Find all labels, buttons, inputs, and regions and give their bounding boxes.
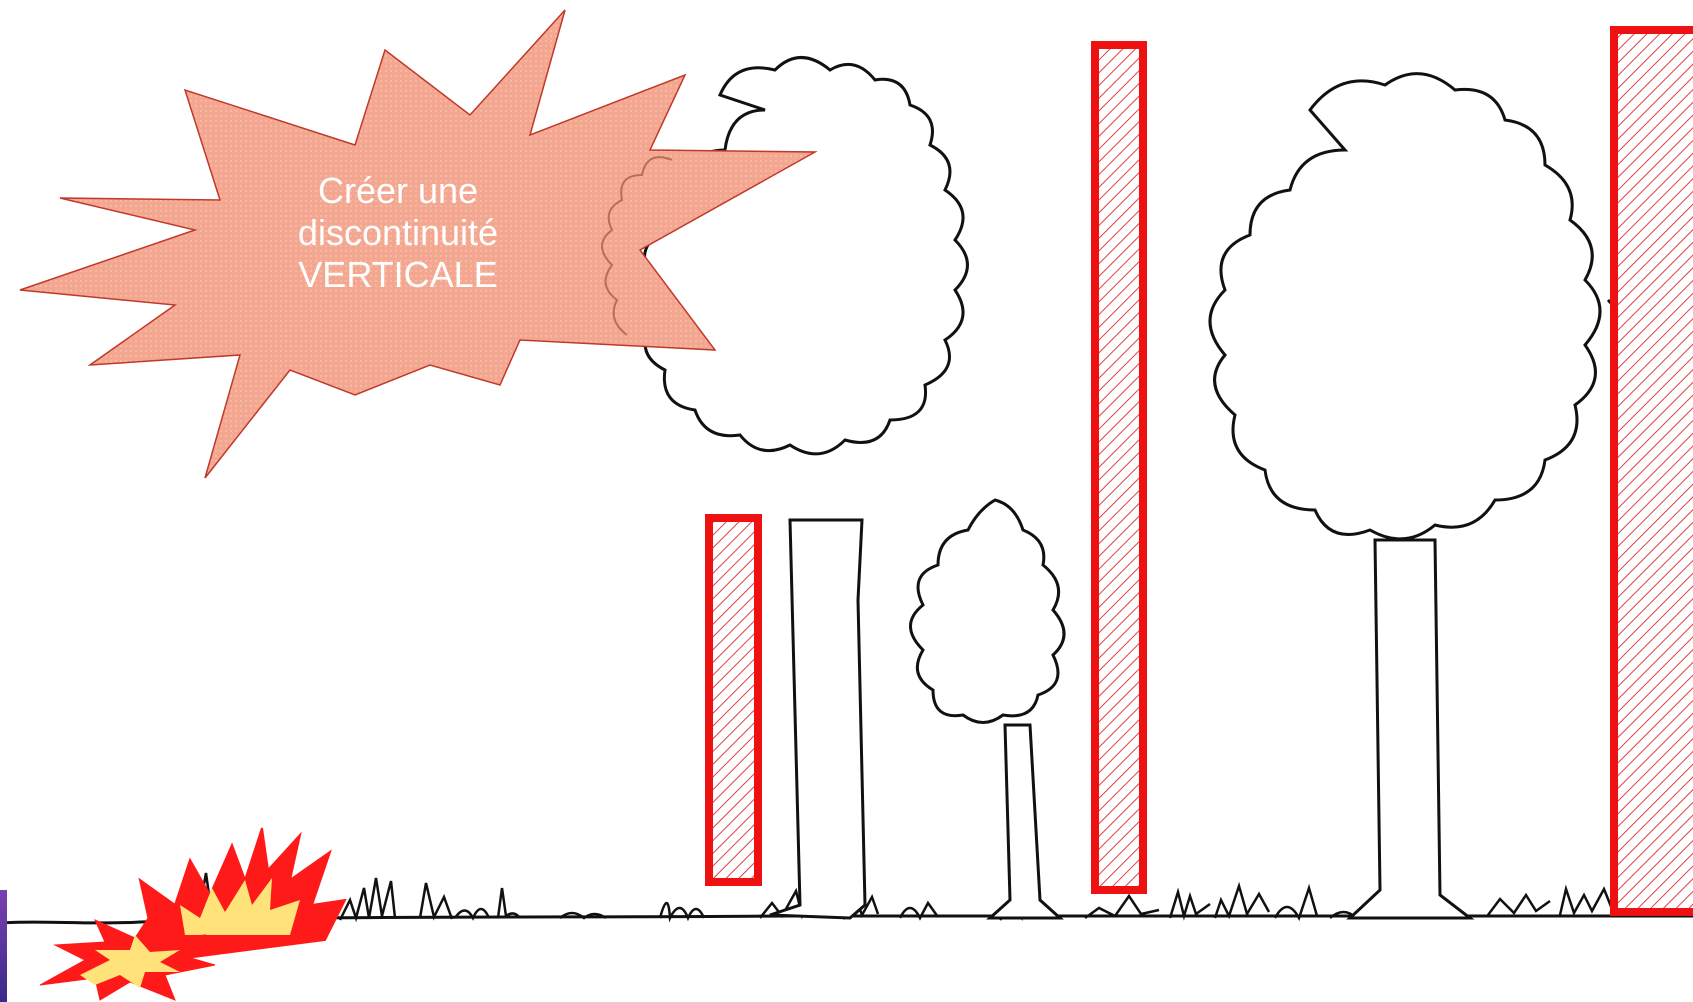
slide-accent-bar <box>0 890 7 1002</box>
callout-line-1: Créer une <box>317 170 479 211</box>
tree-3-trunk <box>1346 538 1475 920</box>
zone-middle <box>1091 41 1147 894</box>
tree-2-trunk <box>986 723 1064 920</box>
fire-icon <box>39 827 347 1001</box>
tree-3-crown <box>1208 72 1602 541</box>
zone-short <box>705 514 762 886</box>
tree-2-crown <box>909 498 1066 724</box>
callout-text: Créer une discontinuité VERTICALE <box>238 170 558 296</box>
callout-line-3: VERTICALE <box>298 254 498 295</box>
tree-1-crown <box>637 56 969 456</box>
callout-line-2: discontinuité <box>297 212 499 253</box>
zone-right <box>1610 26 1693 916</box>
ground-line <box>0 913 1693 925</box>
tree-1-trunk <box>769 518 867 920</box>
callout-starburst <box>19 9 818 479</box>
discontinuity-zones <box>705 26 1693 916</box>
crown-ghost-lines <box>601 156 673 336</box>
